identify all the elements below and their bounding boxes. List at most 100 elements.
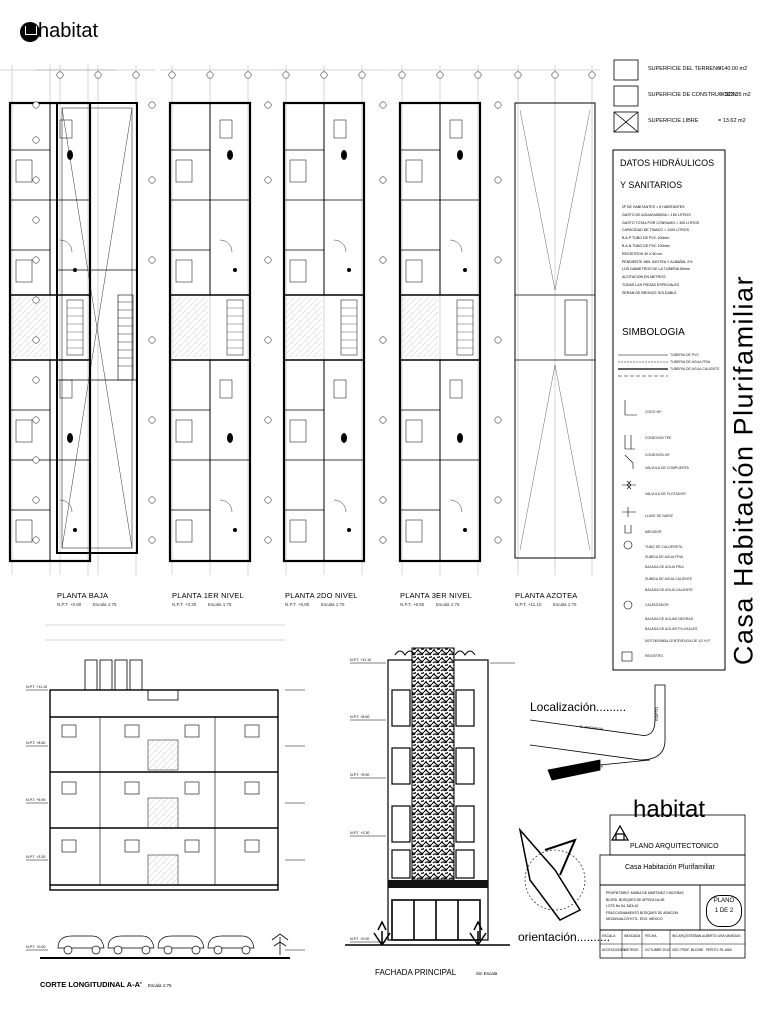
surface-label: SUPERFICIE LIBRE bbox=[648, 118, 699, 124]
title-block-address: PROPIETARIO: MARIA DE MARTINEZ CHICERAS … bbox=[606, 890, 700, 923]
hydraulics-line: CAPACIDAD DE TINACO = 1100 LITROS bbox=[622, 228, 690, 233]
tb-cell: ING.ARQ.ESTEBAN ALBERTO LIRA VANEGAS bbox=[672, 934, 741, 938]
hydraulics-line: GASTO DE AGUA/HAB/DIA = 150 LITROS bbox=[622, 212, 691, 217]
tb-cell: OCTUBRE 2010 bbox=[645, 948, 671, 952]
symbol-label: TUBERIA DE PVC bbox=[670, 353, 699, 357]
plan-title: PLANTA 1ER NIVEL bbox=[172, 591, 244, 600]
plan-scale: Escala 1:75 bbox=[93, 602, 117, 607]
symbol-label: BAJADA DE AGUAS NEGRAS bbox=[645, 617, 694, 621]
plano-label: PLANO bbox=[713, 898, 735, 904]
title-block-type: PLANO ARQUITECTONICO bbox=[630, 843, 719, 850]
orientation-label: orientación.......... bbox=[518, 930, 611, 944]
plan-scale: Escala 1:75 bbox=[436, 602, 460, 607]
plano-number: 1 DE 2 bbox=[714, 908, 734, 914]
plano-badge: PLANO 1 DE 2 bbox=[706, 895, 742, 927]
hydraulics-line: PENDIENTE MIN. AZOTEA Y ALBAÑAL 2% bbox=[622, 259, 693, 264]
plan-planta-3er-nivel bbox=[388, 63, 507, 577]
title-block-drawing bbox=[518, 814, 746, 959]
facade-level: N.P.T. +11.10 bbox=[350, 658, 372, 662]
symbol-label: CALENTADOR bbox=[645, 603, 669, 607]
facade-title: FACHADA PRINCIPAL bbox=[375, 968, 457, 977]
hydraulics-line: REGISTROS 40 X 60 cm bbox=[622, 251, 663, 256]
tb-cell: ESCALA bbox=[602, 934, 616, 938]
tb-cell: CED. PROF. 5612390 bbox=[672, 948, 704, 952]
location-street: EGIPTO bbox=[654, 707, 659, 721]
symbol-label: MEDIDOR bbox=[645, 530, 662, 534]
hydraulics-line: LOS DIAMETROS DE LA TUBERIA 50mm bbox=[622, 267, 691, 272]
plan-planta-1er-nivel bbox=[158, 63, 277, 577]
section-level: N.P.T. +5.90 bbox=[26, 798, 46, 802]
brand-name: habitat bbox=[38, 20, 99, 42]
symbol-label: TUBERIA DE AGUA CALIENTE bbox=[670, 367, 720, 371]
facade-level: N.P.T. +3.30 bbox=[350, 831, 370, 835]
hydraulics-line: GASTO TOTAL POR CONSUMO = 300 LITROS bbox=[622, 220, 700, 225]
location-map bbox=[529, 684, 666, 781]
tb-cell: PERITO: R1-4/6/5 bbox=[706, 948, 732, 952]
symbol-label: LLAVE DE NARIZ bbox=[645, 514, 673, 518]
address-line: PROPIETARIO: MARIA DE MARTINEZ CHICERAS bbox=[606, 891, 684, 895]
plan-level: N.P.T. +11.10 bbox=[515, 602, 542, 607]
section-level: N.P.T. +3.30 bbox=[26, 855, 46, 859]
address-line: LOTE No.54, MZA 40 bbox=[606, 904, 639, 908]
facade-level: N.P.T. +8.50 bbox=[350, 715, 370, 719]
section-title: CORTE LONGITUDINAL A-A' bbox=[40, 980, 142, 989]
plan-level: N.P.T. +3.30 bbox=[172, 602, 197, 607]
surface-legend-boxes bbox=[613, 59, 639, 133]
data-panel-frame bbox=[612, 149, 726, 671]
facade-level: N.P.T. +0.00 bbox=[350, 937, 370, 941]
symbol-label: BAJADA DE AGUAS PLUVIALES bbox=[645, 627, 698, 631]
plan-level: N.P.T. +5.90 bbox=[285, 602, 310, 607]
hydraulics-title: DATOS HIDRÁULICOS bbox=[620, 158, 715, 168]
symbol-label: MOTOBOMBA CENTRIFUGA DE 1/2 H.P. bbox=[645, 639, 711, 643]
hydraulics-line: B.A.P TUBO DE PVC 100mm bbox=[622, 236, 670, 241]
symbol-glyphs bbox=[618, 354, 668, 662]
title-block-project: Casa Habitación Plurifamiliar bbox=[625, 864, 715, 871]
tb-cell: METROS bbox=[624, 948, 639, 952]
hydraulics-line: SERAN DE BRONCE SOLDABLE bbox=[622, 290, 677, 295]
hydraulics-line: B.A.N TUBO DE PVC 100mm bbox=[622, 243, 670, 248]
hydraulics-line: TODAS LAS PIEZAS ESPECIALES bbox=[622, 282, 680, 287]
location-label: Localización......... bbox=[530, 700, 627, 714]
plan-title: PLANTA 3ER NIVEL bbox=[400, 591, 472, 600]
surface-label: SUPERFICIE DEL TERRENO bbox=[648, 66, 722, 72]
plan-title: PLANTA 2DO NIVEL bbox=[285, 591, 358, 600]
symbol-label: TUBO DE CALDERETA bbox=[645, 545, 683, 549]
plan-title: PLANTA BAJA bbox=[57, 591, 109, 600]
symbol-label: REGISTRO bbox=[645, 654, 664, 658]
symbol-label: CONEXION TEE bbox=[645, 436, 672, 440]
address-line: FRACCIONAMIENTO BOSQUES DE ARAGON bbox=[606, 910, 678, 915]
section-scale: Escala 1:75 bbox=[148, 983, 172, 988]
house-icon bbox=[25, 26, 37, 35]
symbol-label: BAJADA DE AGUA FRIA bbox=[645, 565, 684, 569]
address-line: NEZAHUALCOYOTL, EDO. MEXICO bbox=[606, 917, 663, 921]
surface-value: = 13.62 m2 bbox=[718, 118, 746, 124]
symbol-label: CODO 90º bbox=[645, 410, 662, 414]
project-vertical-title: Casa Habitación Plurifamiliar bbox=[728, 274, 759, 666]
section-level: N.P.T. +0.00 bbox=[26, 945, 46, 949]
section-level: N.P.T. +8.50 bbox=[26, 741, 46, 745]
surface-value: = 523.35 m2 bbox=[720, 92, 751, 98]
plan-planta-2do-nivel bbox=[272, 63, 391, 577]
section-level: N.P.T. +11.10 bbox=[26, 685, 48, 689]
hydraulics-line: Nº DE HABITANTES = 6 HABITANTES bbox=[622, 205, 685, 209]
plan-scale: Escala 1:75 bbox=[208, 602, 232, 607]
hydraulics-line: ACOTACION EN METROS bbox=[622, 275, 666, 280]
plan-level: N.P.T. +8.50 bbox=[400, 602, 425, 607]
symbol-label: CONEXION 45º bbox=[645, 453, 670, 457]
plan-scale: Escala 1:75 bbox=[321, 602, 345, 607]
facade-level: N.P.T. +5.90 bbox=[350, 773, 370, 777]
symbol-label: BAJADA DE AGUA CALIENTE bbox=[645, 588, 693, 592]
tb-cell: INDICADA bbox=[624, 934, 641, 938]
title-block-brand: habitat bbox=[633, 796, 706, 823]
facade-scale: Sin Escala bbox=[476, 971, 498, 976]
plan-level: N.P.T. +0.00 bbox=[57, 602, 82, 607]
simbologia-title: SIMBOLOGIA bbox=[622, 327, 685, 338]
tb-cell: FECHA bbox=[645, 934, 657, 938]
plan-planta-azotea bbox=[505, 65, 600, 575]
section-drawing bbox=[26, 624, 305, 959]
plan-title: PLANTA AZOTEA bbox=[515, 591, 578, 600]
symbol-label: VALVULA DE COMPUERTA bbox=[645, 466, 689, 470]
plan-scale: Escala 1:75 bbox=[553, 602, 577, 607]
tb-cell: ACOTACIONES bbox=[602, 948, 625, 952]
